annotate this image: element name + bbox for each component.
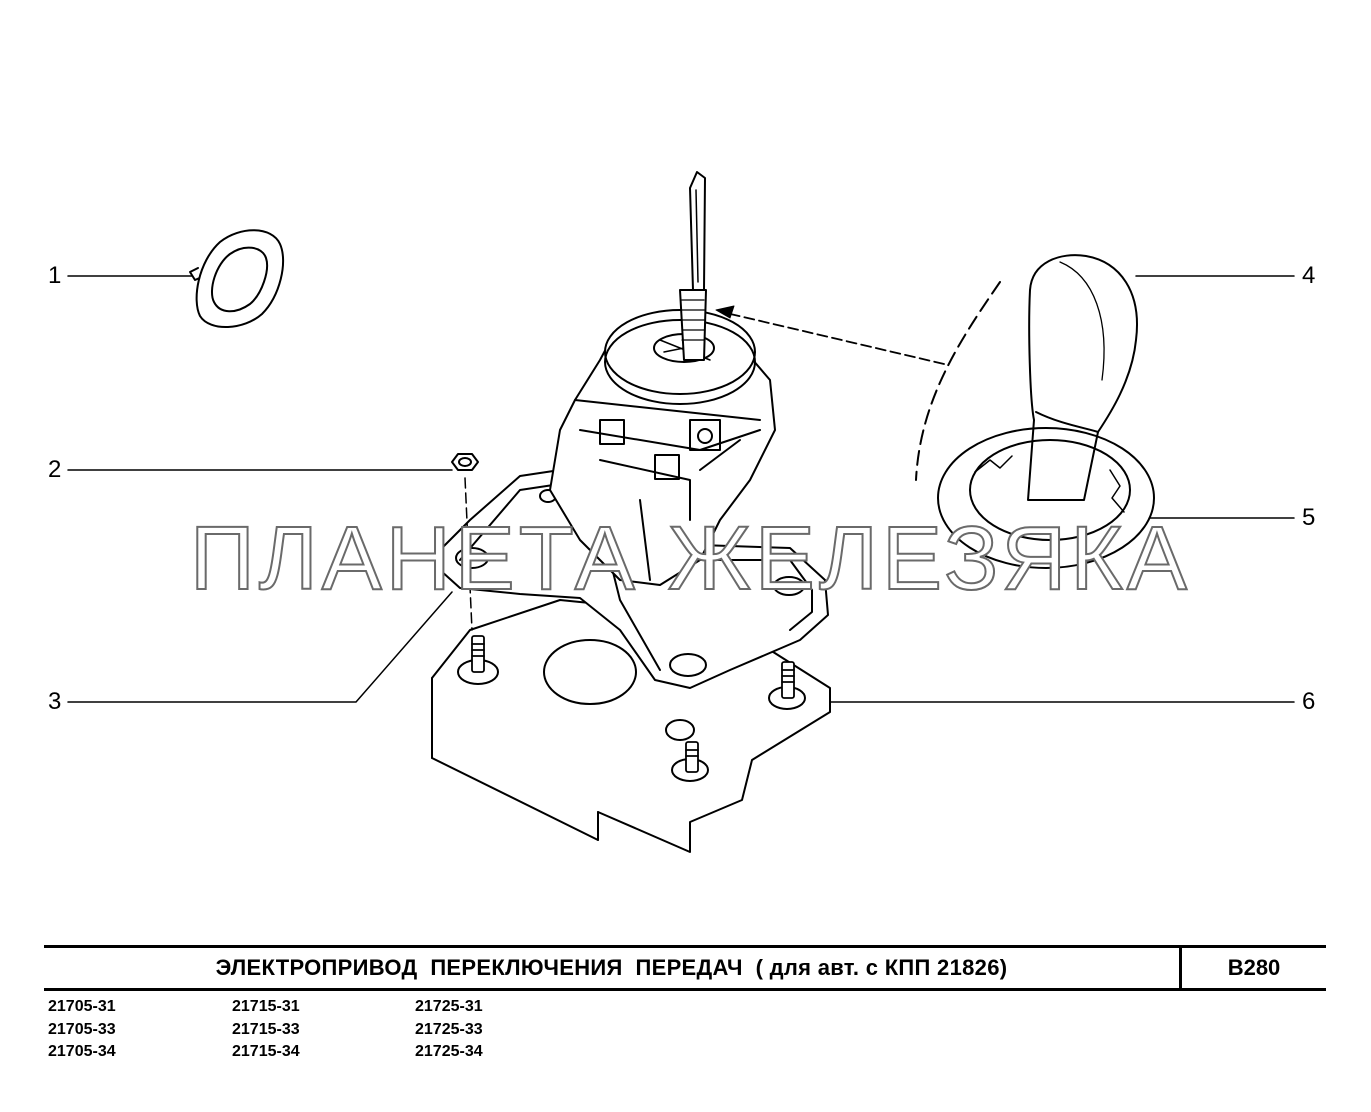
model-column-3: 21725-31 21725-33 21725-34 — [415, 996, 483, 1064]
dashed-arc — [915, 281, 1001, 481]
callout-2: 2 — [48, 456, 62, 483]
model-code: 21705-34 — [48, 1043, 116, 1060]
model-code: 21715-33 — [232, 1020, 300, 1038]
callout-1: 1 — [48, 262, 62, 289]
parts-diagram — [67, 171, 1295, 853]
shift-knob — [1027, 254, 1138, 501]
model-code: 21725-34 — [415, 1043, 483, 1060]
callout-5: 5 — [1302, 504, 1316, 531]
page-title: ЭЛЕКТРОПРИВОД ПЕРЕКЛЮЧЕНИЯ ПЕРЕДАЧ ( для… — [215, 955, 1008, 980]
model-code: 21705-31 — [48, 998, 116, 1015]
title-bar: ЭЛЕКТРОПРИВОД ПЕРЕКЛЮЧЕНИЯ ПЕРЕДАЧ ( для… — [44, 945, 1326, 991]
page-code: B280 — [1227, 955, 1281, 980]
assembly-arrow — [721, 311, 945, 365]
assembly-arrowhead — [715, 305, 735, 319]
model-code: 21715-31 — [232, 998, 300, 1015]
boot-bezel — [937, 427, 1155, 569]
shift-lever-rod — [679, 171, 707, 361]
actuator-body — [549, 344, 776, 586]
watermark: ПЛАНЕТА ЖЕЛЕЗЯКА — [189, 508, 1191, 610]
model-code: 21705-33 — [48, 1020, 116, 1038]
model-code: 21725-33 — [415, 1020, 483, 1038]
callout-3: 3 — [48, 688, 62, 715]
studs — [471, 635, 795, 773]
model-column-1: 21705-31 21705-33 21705-34 — [48, 996, 116, 1064]
nut — [451, 453, 479, 471]
model-code: 21715-34 — [232, 1043, 300, 1060]
title-divider — [1179, 948, 1182, 988]
nut-axis — [464, 477, 473, 631]
callout-4: 4 — [1302, 262, 1316, 289]
selector-cap — [604, 309, 756, 405]
leader-lines — [67, 275, 1295, 703]
plug — [189, 229, 285, 329]
model-code: 21725-31 — [415, 998, 483, 1015]
callout-6: 6 — [1302, 688, 1316, 715]
model-column-2: 21715-31 21715-33 21715-34 — [232, 996, 300, 1064]
